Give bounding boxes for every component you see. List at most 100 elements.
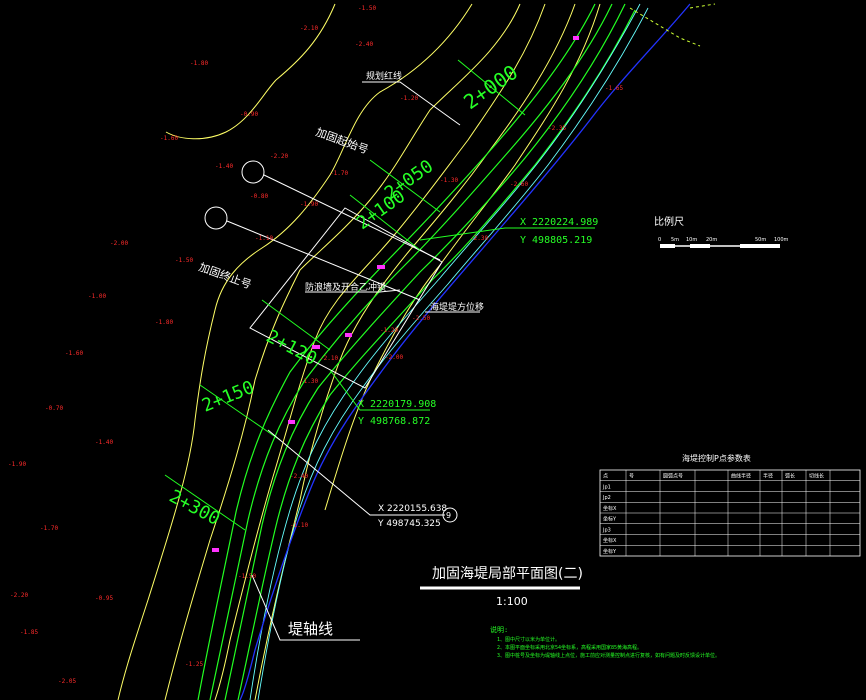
detail-box	[249, 207, 443, 389]
elevation-label: -1.90	[300, 201, 318, 208]
elevation-label: -1.20	[380, 327, 398, 334]
station-labels: 2+000 2+050 2+100 2+120 2+150 2+300	[166, 60, 523, 530]
reinforce-start-circle	[241, 160, 265, 184]
table-header-cell: 点	[603, 474, 608, 480]
elevation-label: -1.20	[400, 95, 418, 102]
elevation-label: -0.80	[250, 193, 268, 200]
contour-line	[165, 3, 336, 140]
elevation-label: -1.60	[160, 135, 178, 142]
dike-line	[237, 9, 636, 700]
elevation-label: -0.90	[240, 111, 258, 118]
contour-line	[254, 3, 576, 700]
dashed-boundary	[629, 7, 701, 47]
elevation-labels: -1.50 -2.10 -1.80 -2.40 -1.20 -0.90 -1.60 -2.20…	[8, 5, 623, 685]
reinforce-markers	[204, 160, 441, 301]
svg-text:100m: 100m	[774, 237, 789, 243]
svg-text:50m: 50m	[755, 237, 766, 243]
elevation-label: -1.90	[8, 461, 26, 468]
table-cell: 坐标X	[603, 537, 617, 544]
elevation-label: -1.30	[300, 378, 318, 385]
elevation-label: -1.30	[440, 177, 458, 184]
elevation-label: -2.50	[412, 315, 430, 322]
drawing-scale: 1:100	[496, 595, 528, 608]
table-header-cell: 半径	[763, 473, 773, 480]
elevation-label: -2.60	[510, 181, 528, 188]
coord-x: X 2220224.989	[520, 217, 598, 228]
blue-lines	[239, 3, 691, 700]
elevation-label: -0.95	[95, 595, 113, 602]
table-header-cell: 切线长	[809, 473, 824, 480]
seawall-position-label: 海堤堤方位移	[430, 301, 484, 313]
coord-y: Y 498745.325	[377, 519, 441, 529]
svg-text:0: 0	[658, 237, 661, 243]
coord-leaders	[267, 227, 595, 516]
dike-line	[197, 3, 596, 700]
planning-line-label: 规划红线	[366, 70, 402, 82]
note-line: 2、本图平面坐标采用北京54坐标系，高程采用国家85黄海高程。	[497, 644, 642, 651]
elevation-label: -1.65	[605, 85, 623, 92]
coord-x: X 2220155.638	[378, 504, 447, 514]
station-markers	[164, 59, 526, 531]
reinforce-start-label: 加固起始号	[314, 125, 370, 157]
table-cell: 坐标Y	[603, 516, 617, 523]
blue-line	[239, 3, 691, 700]
scale-bar: 比例尺 0 5m 10m 20m 50m 100m	[654, 215, 789, 248]
magenta-markers	[212, 36, 579, 552]
table-header-cell: 曲线半径	[731, 473, 751, 480]
marker-number: 9	[446, 511, 451, 520]
elevation-label: -2.40	[290, 473, 308, 480]
elevation-label: -1.50	[175, 257, 193, 264]
elevation-label: -1.60	[65, 350, 83, 357]
scale-bar-label: 比例尺	[654, 215, 684, 228]
label-leaders	[251, 81, 480, 641]
elevation-label: -1.40	[215, 163, 233, 170]
contour-line	[164, 3, 521, 700]
elevation-label: -1.85	[20, 629, 38, 636]
svg-text:5m: 5m	[671, 237, 679, 243]
table-title: 海堤控制P点参数表	[682, 453, 751, 463]
table-cell: Jp3	[602, 527, 611, 533]
elevation-label: -2.35	[548, 125, 566, 132]
table-header-cell: 弧长	[785, 473, 795, 480]
parameter-table: 海堤控制P点参数表 点号圆弧点号曲线半径半径弧长切线长Jp1Jp2坐标X坐标YJ…	[599, 453, 861, 557]
wave-wall-label: 防浪墙及开合乙冲锁	[305, 281, 386, 293]
reinforce-end-circle	[204, 206, 228, 230]
dashed-boundary	[689, 3, 716, 9]
coord-x: X 2220179.908	[358, 399, 436, 410]
elevation-label: -2.00	[385, 354, 403, 361]
table-header-cell: 号	[629, 474, 634, 480]
elevation-label: -1.80	[190, 60, 208, 67]
elevation-label: -1.50	[238, 573, 256, 580]
dike-line	[209, 3, 613, 700]
elevation-label: -1.25	[185, 661, 203, 668]
elevation-label: -2.30	[470, 235, 488, 242]
elevation-label: -1.10	[290, 522, 308, 529]
elevation-label: -0.70	[45, 405, 63, 412]
dike-axis-label: 堤轴线	[288, 620, 333, 638]
dike-green-lines	[197, 3, 636, 700]
elevation-label: -2.10	[320, 355, 338, 362]
elevation-label: -2.40	[355, 41, 373, 48]
table-cell: Jp2	[602, 495, 611, 501]
svg-text:20m: 20m	[706, 237, 717, 243]
note-line: 1、图中尺寸以米为单位计。	[497, 636, 560, 643]
elevation-label: -2.00	[110, 240, 128, 247]
elevation-label: -1.80	[155, 319, 173, 326]
drawing-title: 加固海堤局部平面图(二)	[432, 566, 583, 582]
station-label: 2+300	[166, 486, 224, 530]
elevation-label: -1.40	[95, 439, 113, 446]
elevation-label: -1.50	[358, 5, 376, 12]
contour-line	[214, 3, 546, 700]
crest-line	[249, 3, 641, 700]
notes: 说明: 1、图中尺寸以米为单位计。 2、本图平面坐标采用北京54坐标系，高程采用…	[490, 625, 720, 659]
reinforce-end-label: 加固终止号	[197, 260, 253, 292]
station-label: 2+120	[263, 326, 321, 370]
table-cell: 坐标X	[603, 505, 617, 512]
elevation-label: -2.20	[270, 153, 288, 160]
table-cell: Jp1	[602, 484, 611, 490]
elevation-label: -2.05	[58, 678, 76, 685]
table-cell: 坐标Y	[603, 548, 617, 555]
notes-heading: 说明:	[490, 625, 508, 634]
elevation-label: -1.70	[40, 525, 58, 532]
elevation-label: -1.00	[88, 293, 106, 300]
